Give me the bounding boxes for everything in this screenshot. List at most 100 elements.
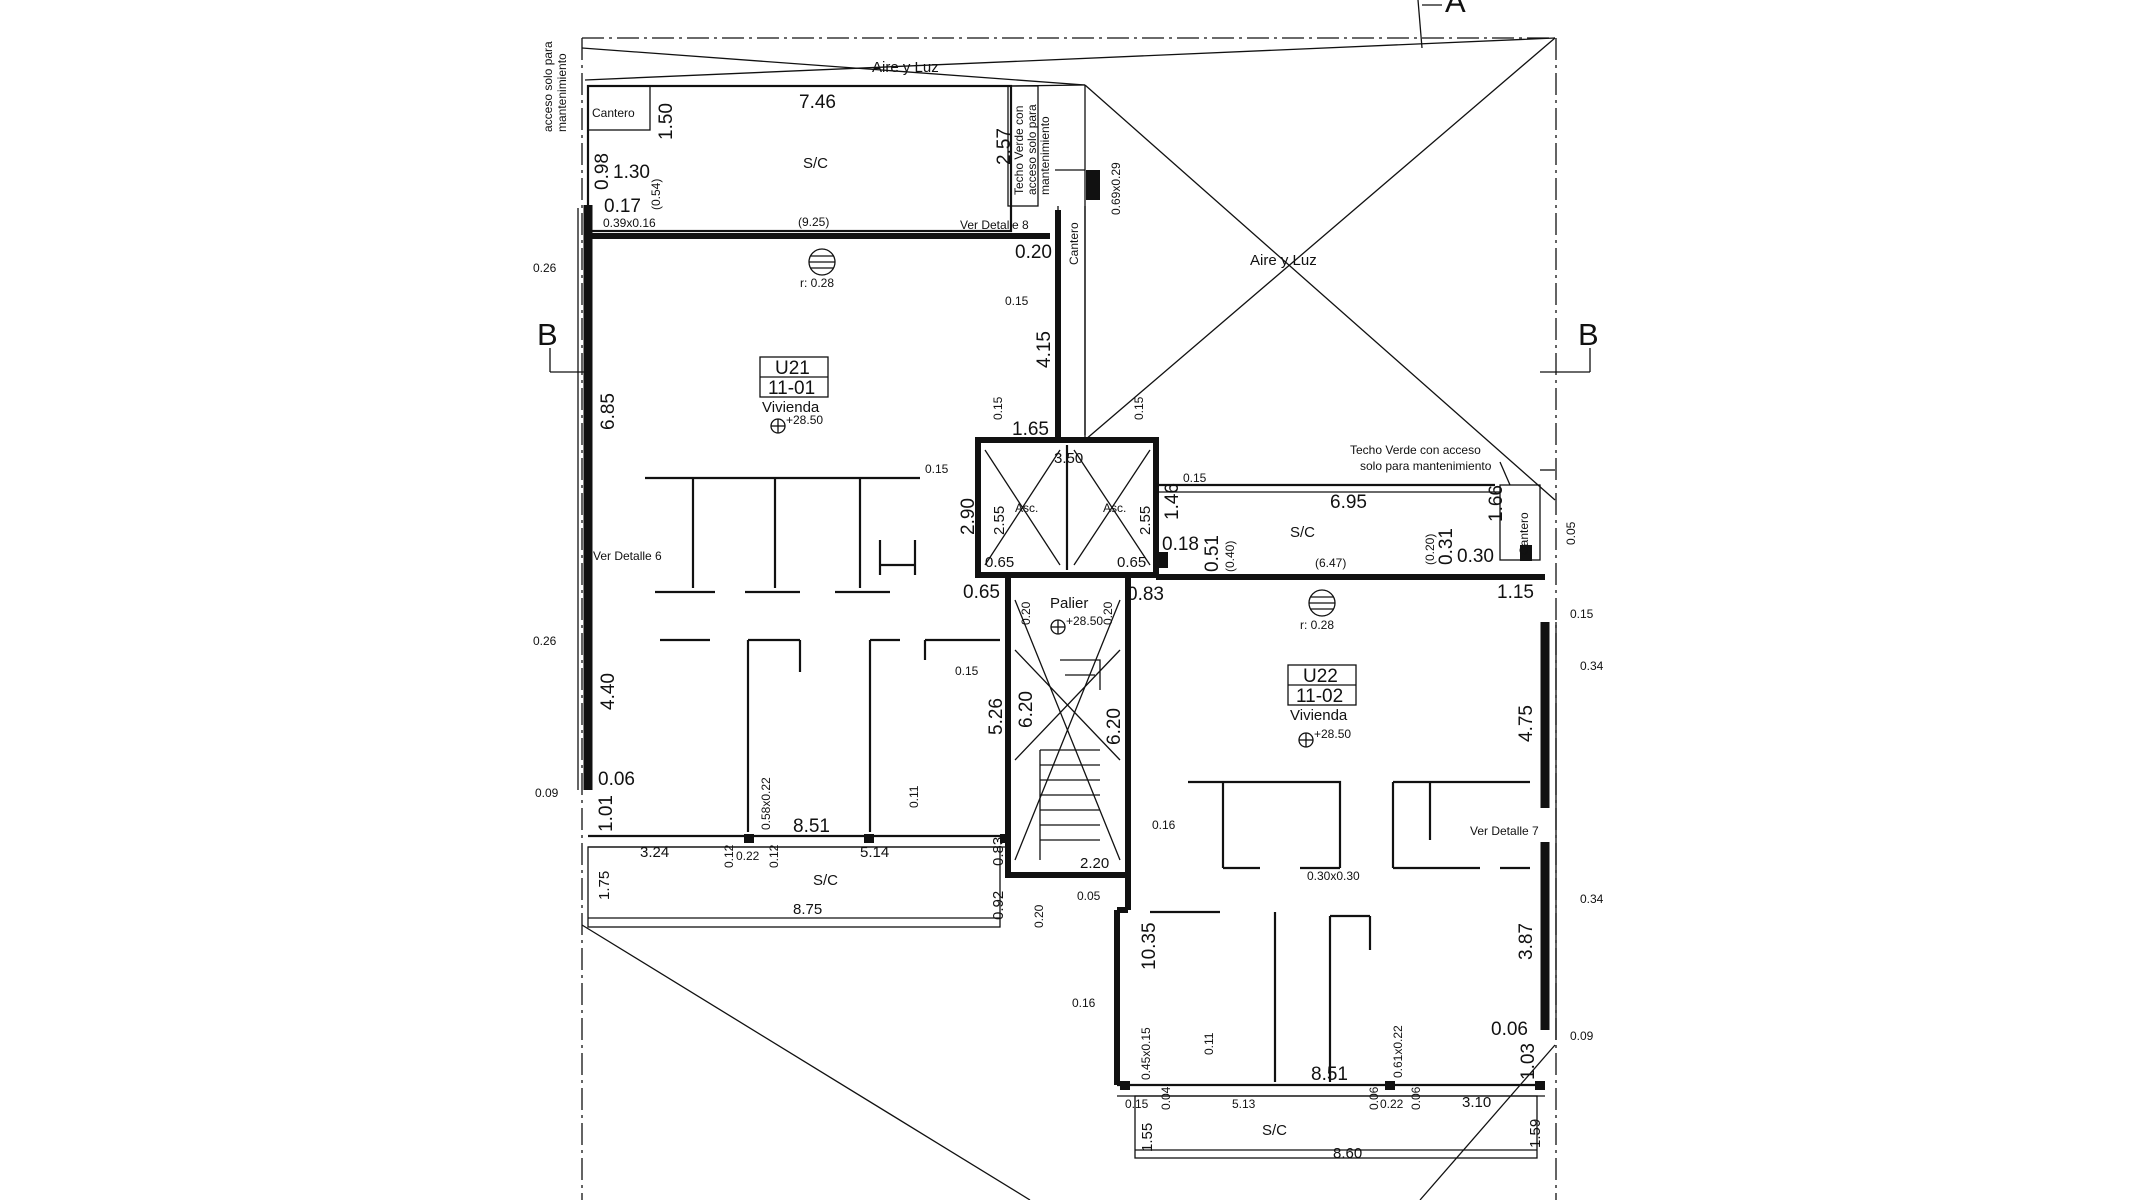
bottom-left-terrace	[587, 846, 1001, 928]
dim-1.01: 1.01	[596, 795, 617, 832]
dim-3.50: 3.50	[1054, 450, 1083, 467]
dim-3.24: 3.24	[640, 844, 669, 861]
palier-label: Palier	[1050, 595, 1088, 612]
dim-1.55: 1.55	[1139, 1123, 1156, 1152]
dim-2.20: 2.20	[1080, 855, 1109, 872]
asc-2-label: Asc.	[1103, 501, 1126, 515]
dim-0.83-b: 0.83	[990, 837, 1007, 866]
u21-use: Vivienda	[762, 399, 820, 416]
dim-0.20-b: 0.20	[1019, 601, 1033, 625]
dim-0.92: 0.92	[990, 891, 1007, 920]
u22-level: +28.50	[1314, 727, 1351, 741]
dim-1.50: 1.50	[656, 103, 677, 140]
dim-0.17: 0.17	[604, 196, 641, 217]
dim-0.09-left: 0.09	[535, 786, 559, 800]
dim-6.95: 6.95	[1330, 492, 1367, 513]
cantero-right-label: Cantero	[1517, 512, 1531, 555]
dim-0.15-e: 0.15	[925, 462, 949, 476]
dim-0.22-left: 0.22	[736, 849, 760, 863]
dim-8.60: 8.60	[1333, 1145, 1362, 1162]
u21-drain-icon	[808, 248, 836, 276]
dim-0.51: 0.51	[1202, 535, 1223, 572]
dim-2.55-a: 2.55	[991, 506, 1008, 535]
dim-6.47: (6.47)	[1315, 556, 1346, 570]
dim-1.65: 1.65	[1012, 419, 1049, 440]
asc-1-label: Asc.	[1015, 501, 1038, 515]
dim-0.39x0.16: 0.39x0.16	[603, 216, 656, 230]
dim-0.11-left: 0.11	[907, 785, 921, 808]
section-b-right-label: B	[1578, 317, 1599, 352]
dim-5.13: 5.13	[1232, 1097, 1256, 1111]
dim-8.51-right: 8.51	[1311, 1064, 1348, 1085]
dim-1.59: 1.59	[1527, 1119, 1544, 1148]
acceso-label-2: mantenimiento	[555, 53, 569, 132]
cantero-top-label: Cantero	[592, 106, 635, 120]
dim-4.15: 4.15	[1034, 331, 1055, 368]
u22-drain-icon	[1308, 589, 1336, 617]
dim-0.06-left: 0.06	[598, 769, 635, 790]
dim-3.10: 3.10	[1462, 1094, 1491, 1111]
dim-1.75: 1.75	[596, 871, 613, 900]
dim-0.05-a: 0.05	[1564, 521, 1578, 545]
dim-0.30: 0.30	[1457, 546, 1494, 567]
dim-1.46: 1.46	[1162, 483, 1183, 520]
dim-0.05-b: 0.05	[1077, 889, 1101, 903]
u22-drain-label: r: 0.28	[1300, 618, 1334, 632]
dim-0.15-d: 0.15	[1132, 396, 1146, 420]
dim-0.15-c: 0.15	[991, 396, 1005, 420]
cantero-vertical-label: Cantero	[1067, 222, 1081, 265]
sc-bottom-left-label: S/C	[813, 872, 838, 889]
section-b-markers	[549, 348, 1591, 373]
dim-0.58x0.22: 0.58x0.22	[759, 777, 773, 830]
dim-0.26-bottom: 0.26	[533, 634, 557, 648]
dim-0.11-right: 0.11	[1202, 1032, 1216, 1055]
dim-0.15-f: 0.15	[1570, 607, 1594, 621]
unit-u21-walls	[577, 205, 1061, 848]
dim-0.40: (0.40)	[1223, 541, 1237, 572]
dim-0.65-b: 0.65	[1117, 554, 1146, 571]
u21-level-icon	[770, 418, 786, 434]
ver-detalle-6-label: Ver Detalle 6	[593, 549, 662, 563]
aire-luz-top-label: Aire y Luz	[872, 59, 939, 76]
dim-0.54: (0.54)	[649, 179, 663, 210]
dim-0.09-right: 0.09	[1570, 1029, 1594, 1043]
dim-4.40: 4.40	[598, 673, 619, 710]
dim-7.46: 7.46	[799, 92, 836, 113]
techo-verde-label-3: mantenimiento	[1038, 116, 1052, 195]
dim-0.22-right: 0.22	[1380, 1097, 1404, 1111]
palier-level: +28.50	[1066, 614, 1103, 628]
techo-verde-label-2: acceso solo para	[1025, 104, 1039, 195]
aire-luz-right-label: Aire y Luz	[1250, 252, 1317, 269]
u21-number: 11-01	[768, 378, 815, 399]
dim-0.20-d: 0.20	[1032, 904, 1046, 928]
dim-0.30x0.30: 0.30x0.30	[1307, 869, 1360, 883]
dim-0.15-b: 0.15	[1183, 471, 1207, 485]
section-a-label: A	[1445, 0, 1466, 19]
dim-0.45x0.15: 0.45x0.15	[1139, 1027, 1153, 1080]
dim-6.20-b: 6.20	[1104, 708, 1125, 745]
dim-0.20-c: 0.20	[1101, 601, 1115, 625]
sc-bottom-right-label: S/C	[1262, 1122, 1287, 1139]
section-b-left-label: B	[537, 317, 558, 352]
dim-0.65-a: 0.65	[985, 554, 1014, 571]
dim-2.57: 2.57	[994, 128, 1015, 165]
dim-0.15-h: 0.15	[1125, 1097, 1149, 1111]
dim-1.15: 1.15	[1497, 582, 1534, 603]
dim-0.12-a: 0.12	[722, 844, 736, 868]
acceso-label-1: acceso solo para	[541, 41, 555, 132]
dim-4.75: 4.75	[1516, 705, 1537, 742]
u21-level: +28.50	[786, 413, 823, 427]
dim-0.34-b: 0.34	[1580, 892, 1604, 906]
dim-0.15-a: 0.15	[1005, 294, 1029, 308]
dim-0.04: 0.04	[1159, 1086, 1173, 1110]
dim-6.85: 6.85	[598, 393, 619, 430]
dim-0.65-c: 0.65	[963, 582, 1000, 603]
techo-verde-right-label-2: solo para mantenimiento	[1360, 459, 1492, 473]
dim-6.20-a: 6.20	[1016, 691, 1037, 728]
dim-0.20-paren: (0.20)	[1423, 534, 1437, 565]
ver-detalle-7-label: Ver Detalle 7	[1470, 824, 1539, 838]
u22-use: Vivienda	[1290, 707, 1348, 724]
u22-level-icon	[1298, 732, 1314, 748]
dim-0.06-d: 0.06	[1409, 1086, 1423, 1110]
